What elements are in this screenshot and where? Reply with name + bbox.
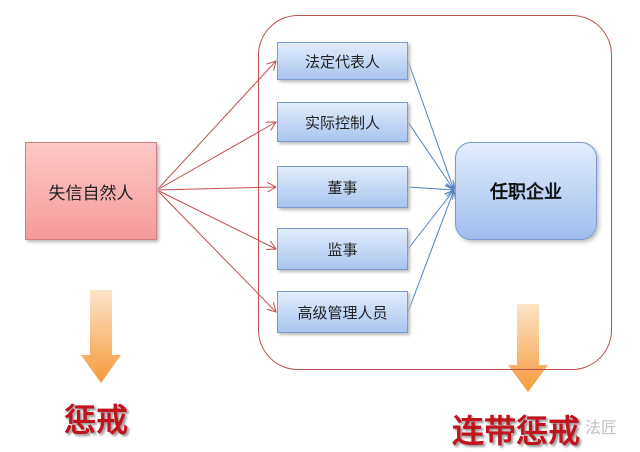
arrow-to-company — [407, 121, 454, 190]
role-box: 监事 — [277, 228, 408, 270]
arrow-to-company — [407, 60, 454, 190]
company-box: 任职企业 — [455, 142, 597, 240]
watermark: 法匠 — [585, 418, 618, 437]
arrow-to-role — [156, 189, 276, 249]
dishonest-person-box: 失信自然人 — [25, 142, 157, 240]
down-arrow-left — [81, 290, 121, 383]
company-scope-frame — [258, 15, 612, 370]
role-box: 法定代表人 — [277, 42, 408, 80]
joint-punishment-label: 连带惩戒 — [452, 412, 581, 450]
arrow-to-role — [156, 189, 276, 312]
punishment-label: 惩戒 — [64, 401, 129, 439]
arrow-to-role — [156, 122, 276, 191]
role-box: 高级管理人员 — [277, 291, 408, 333]
role-box: 董事 — [277, 166, 408, 208]
role-box: 实际控制人 — [277, 102, 408, 142]
arrow-to-company — [407, 190, 454, 313]
down-arrow-right — [508, 304, 548, 392]
arrow-to-role — [156, 61, 276, 191]
arrow-to-role — [156, 187, 276, 190]
